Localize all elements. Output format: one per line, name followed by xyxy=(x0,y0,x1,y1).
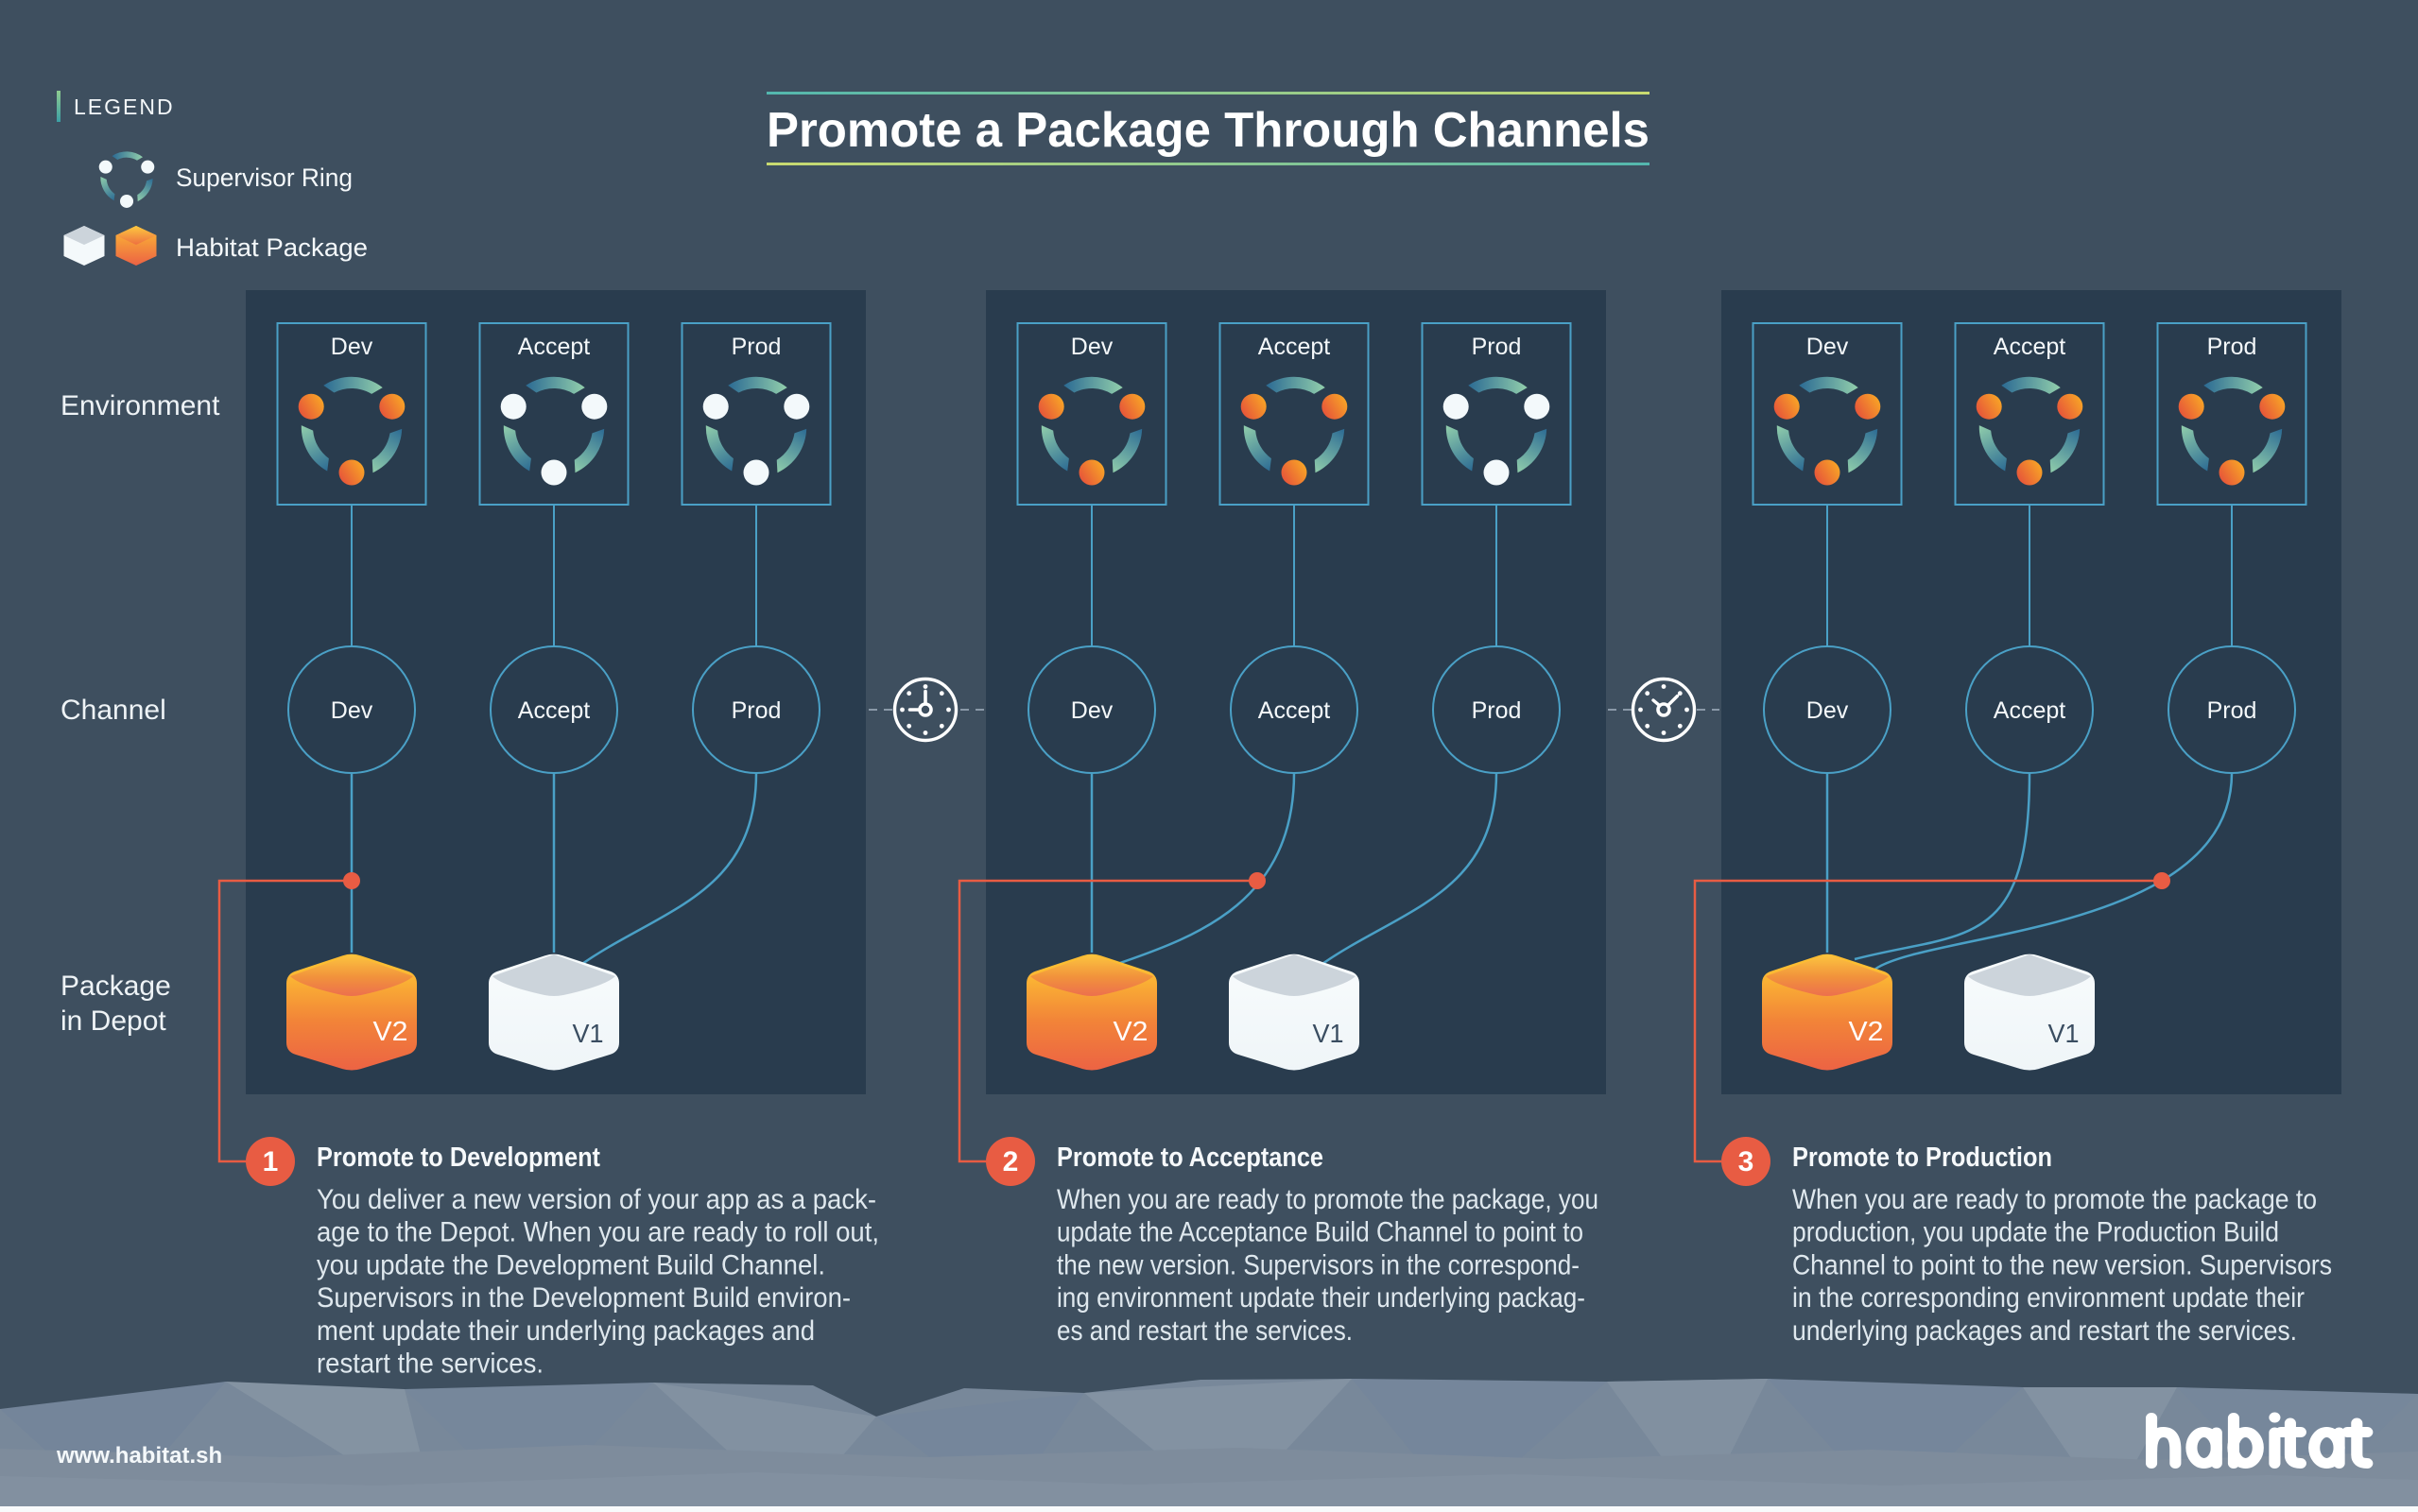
svg-text:Habitat Package: Habitat Package xyxy=(176,233,368,262)
svg-text:V2: V2 xyxy=(1849,1017,1884,1047)
svg-text:update the Acceptance Build Ch: update the Acceptance Build Channel to p… xyxy=(1057,1217,1583,1248)
svg-text:Supervisor Ring: Supervisor Ring xyxy=(176,163,353,192)
svg-text:Prod: Prod xyxy=(732,334,782,360)
svg-text:1: 1 xyxy=(263,1146,279,1177)
svg-text:Dev: Dev xyxy=(331,697,373,724)
svg-text:3: 3 xyxy=(1738,1146,1754,1177)
svg-text:When you are ready to promote: When you are ready to promote the packag… xyxy=(1792,1184,2317,1215)
svg-text:Accept: Accept xyxy=(1994,334,2065,360)
svg-text:Accept: Accept xyxy=(1258,334,1330,360)
svg-text:age to the Depot. When you are: age to the Depot. When you are ready to … xyxy=(317,1217,879,1248)
svg-text:Prod: Prod xyxy=(2207,334,2257,360)
svg-text:Environment: Environment xyxy=(60,390,220,421)
svg-text:Promote to Development: Promote to Development xyxy=(317,1143,600,1173)
svg-text:production, you update the Pro: production, you update the Production Bu… xyxy=(1792,1217,2279,1248)
svg-text:underlying packages and restar: underlying packages and restart the serv… xyxy=(1792,1315,2297,1347)
svg-text:V2: V2 xyxy=(373,1017,408,1047)
svg-text:Package: Package xyxy=(60,971,171,1002)
svg-text:es and restart the services.: es and restart the services. xyxy=(1057,1315,1353,1347)
svg-text:V1: V1 xyxy=(2048,1019,2080,1048)
svg-text:in the corresponding environme: in the corresponding environment update … xyxy=(1792,1282,2305,1314)
svg-text:Accept: Accept xyxy=(1258,697,1330,724)
svg-text:restart the services.: restart the services. xyxy=(317,1349,544,1380)
svg-text:Dev: Dev xyxy=(1071,697,1114,724)
svg-text:Channel to point to the new ve: Channel to point to the new version. Sup… xyxy=(1792,1249,2332,1280)
svg-text:Prod: Prod xyxy=(2207,697,2257,724)
svg-text:Channel: Channel xyxy=(60,695,166,726)
svg-text:Dev: Dev xyxy=(331,334,373,360)
svg-text:Promote to Production: Promote to Production xyxy=(1792,1143,2052,1173)
svg-text:When you are ready to promote: When you are ready to promote the packag… xyxy=(1057,1184,1598,1215)
svg-text:in Depot: in Depot xyxy=(60,1005,166,1037)
svg-text:Dev: Dev xyxy=(1071,334,1114,360)
svg-text:Dev: Dev xyxy=(1806,697,1849,724)
svg-text:the new version. Supervisors i: the new version. Supervisors in the corr… xyxy=(1057,1249,1580,1280)
svg-text:2: 2 xyxy=(1003,1146,1019,1177)
svg-text:Prod: Prod xyxy=(1472,697,1522,724)
svg-text:Dev: Dev xyxy=(1806,334,1849,360)
svg-text:Accept: Accept xyxy=(1994,697,2065,724)
svg-text:you update the Development Bui: you update the Development Build Channel… xyxy=(317,1249,825,1280)
svg-text:Accept: Accept xyxy=(518,697,590,724)
svg-text:Promote to Acceptance: Promote to Acceptance xyxy=(1057,1143,1323,1173)
svg-text:Prod: Prod xyxy=(1472,334,1522,360)
svg-text:LEGEND: LEGEND xyxy=(74,94,175,119)
svg-text:You deliver a new version of y: You deliver a new version of your app as… xyxy=(317,1184,876,1215)
svg-text:V2: V2 xyxy=(1114,1017,1149,1047)
svg-text:www.habitat.sh: www.habitat.sh xyxy=(56,1443,222,1469)
svg-text:V1: V1 xyxy=(573,1019,604,1048)
svg-text:Promote a Package Through Chan: Promote a Package Through Channels xyxy=(767,103,1649,158)
svg-text:Prod: Prod xyxy=(732,697,782,724)
svg-text:ing environment update their u: ing environment update their underlying … xyxy=(1057,1282,1585,1314)
svg-text:Accept: Accept xyxy=(518,334,590,360)
svg-text:Supervisors in the Development: Supervisors in the Development Build env… xyxy=(317,1282,851,1314)
svg-text:V1: V1 xyxy=(1313,1019,1344,1048)
svg-text:ment update their underlying p: ment update their underlying packages an… xyxy=(317,1315,815,1347)
